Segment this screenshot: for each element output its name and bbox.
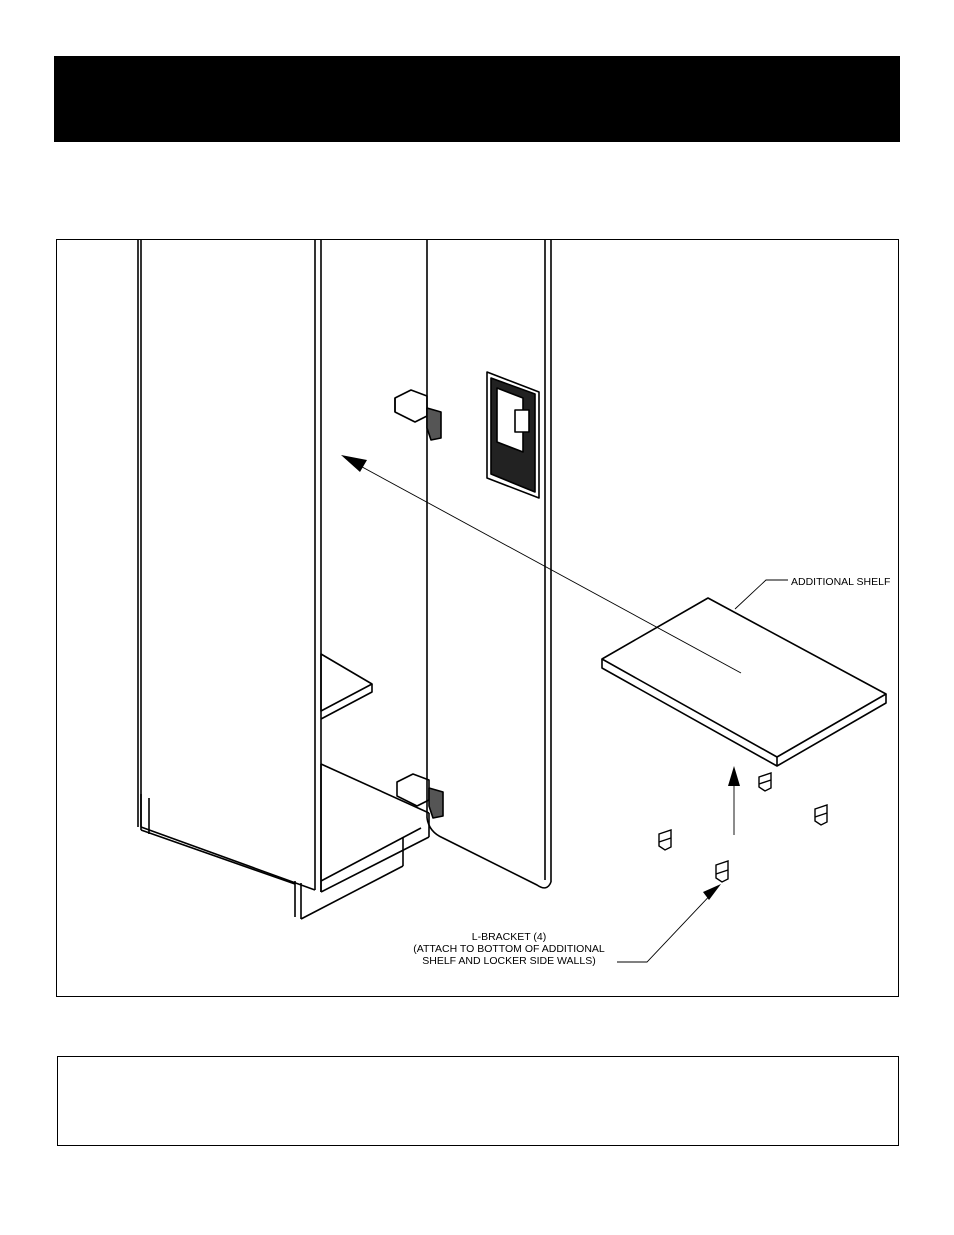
- assembly-diagram: ADDITIONAL SHELF L-BRACKET (4) (ATTACH T…: [56, 239, 899, 997]
- bracket-leader-arrowhead: [703, 884, 721, 900]
- keypad-lock: [486, 371, 540, 499]
- l-bracket-3: [658, 829, 672, 851]
- shelf-leader-line: [734, 579, 788, 610]
- locker-interior: [320, 763, 430, 893]
- l-bracket-4: [715, 860, 729, 883]
- hinge-lower: [396, 773, 444, 819]
- additional-shelf: [601, 597, 887, 767]
- locker-side-wall: [137, 240, 322, 892]
- bracket-callout-line-1: L-BRACKET (4): [472, 931, 547, 943]
- insertion-arrow: [341, 455, 742, 674]
- upward-arrow: [728, 766, 740, 835]
- existing-shelf: [320, 653, 373, 720]
- l-bracket-2: [814, 804, 828, 826]
- hinge-upper: [394, 389, 442, 441]
- bracket-callout-line-3: SHELF AND LOCKER SIDE WALLS): [422, 955, 596, 967]
- note-box: [57, 1056, 899, 1146]
- bracket-callout-line-2: (ATTACH TO BOTTOM OF ADDITIONAL: [413, 943, 605, 955]
- l-bracket-1: [758, 772, 772, 792]
- locker-illustration: ADDITIONAL SHELF L-BRACKET (4) (ATTACH T…: [137, 240, 890, 967]
- l-brackets: [658, 772, 828, 883]
- locker-base: [140, 794, 404, 920]
- bracket-leader-line: [617, 887, 718, 963]
- header-bar: [54, 56, 900, 142]
- locker-door: [426, 240, 552, 889]
- shelf-callout-label: ADDITIONAL SHELF: [791, 576, 890, 588]
